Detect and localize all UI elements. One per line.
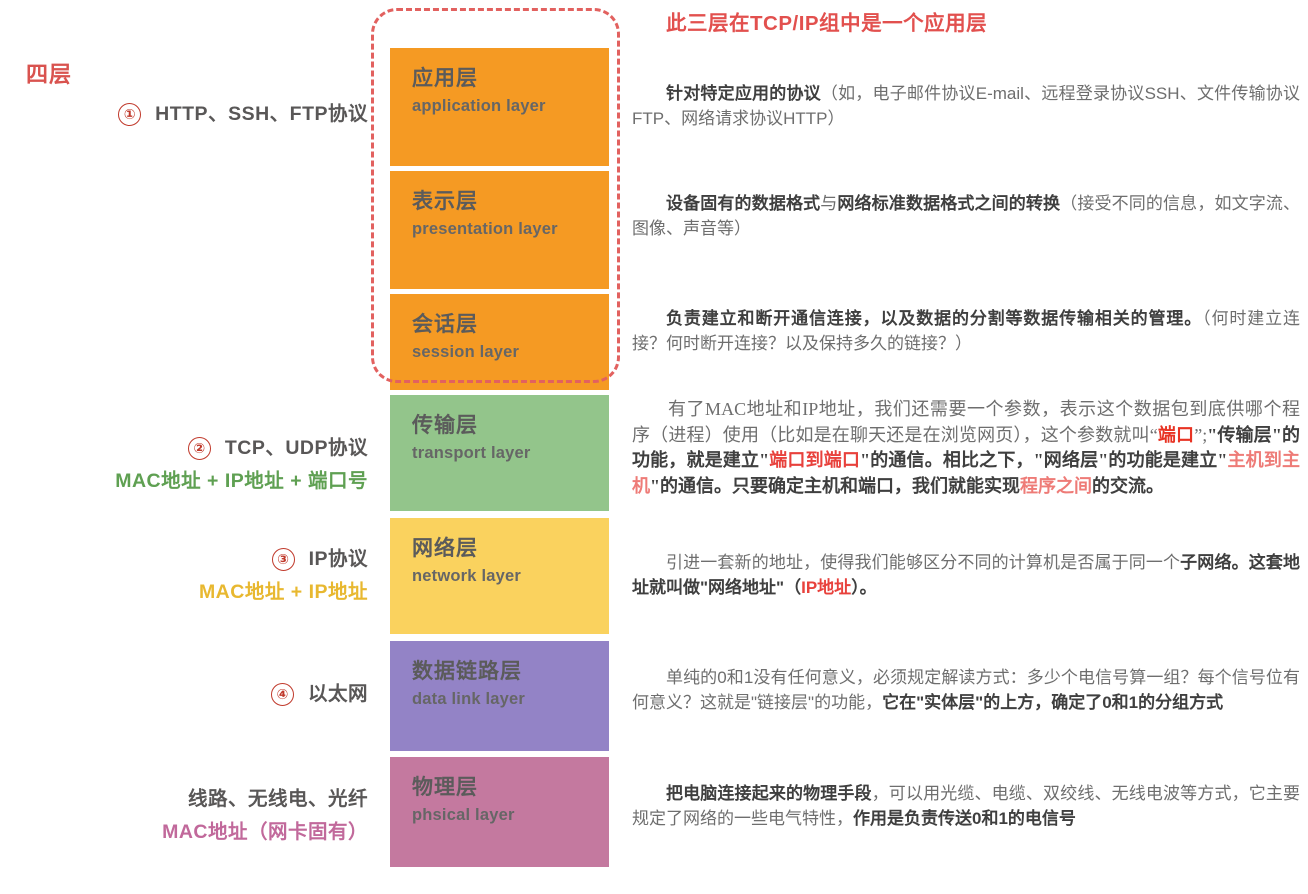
left-annotations-column: 四层 ① HTTP、SSH、FTP协议 ② TCP、UDP协议 MAC地址 + … bbox=[0, 0, 380, 894]
layer-name-en-application: application layer bbox=[412, 97, 546, 116]
tcpip-banner-note: 此三层在TCP/IP组中是一个应用层 bbox=[666, 12, 988, 35]
layer-name-cn-physical: 物理层 bbox=[412, 776, 478, 799]
highlight-host-to-host: 主机到主机 bbox=[632, 450, 1300, 496]
layer-box-datalink[interactable]: 数据链路层 data link layer bbox=[390, 641, 609, 751]
description-presentation-mid: 与 bbox=[820, 194, 838, 213]
description-physical-b2: 作用是负责传送0和1的电信号 bbox=[853, 808, 1076, 828]
description-datalink-p1: 单纯的0和1没有任何意义，必须规定解读方式：多少个电信号算一组？每个信号位有何意… bbox=[632, 668, 1300, 712]
description-presentation-lead: 设备固有的数据格式 bbox=[666, 194, 821, 213]
list-number-1: ① bbox=[118, 103, 142, 126]
layer-name-en-physical: phsical layer bbox=[412, 806, 515, 825]
four-layer-title: 四层 bbox=[26, 62, 73, 87]
description-application-lead: 针对特定应用的协议 bbox=[666, 84, 821, 103]
layer-name-en-presentation: presentation layer bbox=[412, 220, 558, 239]
description-transport-b4: 的交流。 bbox=[1092, 475, 1164, 496]
address-label-5: MAC地址（网卡固有） bbox=[162, 821, 368, 844]
highlight-port: 端口 bbox=[1157, 424, 1195, 445]
left-group-5: 线路、无线电、光纤 MAC地址（网卡固有） bbox=[162, 785, 368, 847]
description-network-b2: ）。 bbox=[851, 577, 877, 597]
description-datalink: 单纯的0和1没有任何意义，必须规定解读方式：多少个电信号算一组？每个信号位有何意… bbox=[632, 666, 1300, 716]
layer-name-cn-datalink: 数据链路层 bbox=[412, 660, 522, 683]
osi-layer-stack: 应用层 application layer 表示层 presentation l… bbox=[390, 0, 609, 894]
highlight-between-programs: 程序之间 bbox=[1020, 475, 1092, 496]
description-physical-p1: ，可以用光缆、电缆、双绞线、无线电波等方式，它主要规定了网络的一些电气特性， bbox=[632, 784, 1301, 828]
layer-box-network[interactable]: 网络层 network layer bbox=[390, 518, 609, 634]
layer-box-session[interactable]: 会话层 session layer bbox=[390, 294, 609, 390]
description-network: 引进一套新的地址，使得我们能够区分不同的计算机是否属于同一个子网络。这套地址就叫… bbox=[632, 551, 1300, 601]
description-transport-p2: ”; bbox=[1194, 424, 1208, 445]
layer-box-physical[interactable]: 物理层 phsical layer bbox=[390, 757, 609, 867]
description-transport: 有了MAC地址和IP地址，我们还需要一个参数，表示这个数据包到底供哪个程序（进程… bbox=[632, 397, 1300, 499]
layer-name-cn-presentation: 表示层 bbox=[412, 190, 478, 213]
left-group-4: ④ 以太网 bbox=[270, 680, 368, 708]
layer-name-en-datalink: data link layer bbox=[412, 690, 526, 709]
protocol-label-3: IP协议 bbox=[308, 548, 368, 570]
right-descriptions-column: 此三层在TCP/IP组中是一个应用层 针对特定应用的协议（如，电子邮件协议E-m… bbox=[626, 0, 1308, 894]
description-session-lead: 负责建立和断开通信连接，以及数据的分割等数据传输相关的管理。 bbox=[666, 309, 1203, 328]
protocol-label-5: 线路、无线电、光纤 bbox=[187, 788, 368, 810]
description-presentation: 设备固有的数据格式与网络标准数据格式之间的转换（接受不同的信息，如文字流、图像、… bbox=[632, 192, 1300, 242]
description-transport-b2: "的通信。相比之下，"网络层"的功能是建立" bbox=[860, 450, 1228, 471]
description-physical: 把电脑连接起来的物理手段，可以用光缆、电缆、双绞线、无线电波等方式，它主要规定了… bbox=[632, 782, 1300, 832]
left-group-2: ② TCP、UDP协议 MAC地址 + IP地址 + 端口号 bbox=[115, 434, 368, 496]
layer-name-cn-session: 会话层 bbox=[412, 313, 478, 336]
description-application: 针对特定应用的协议（如，电子邮件协议E-mail、远程登录协议SSH、文件传输协… bbox=[632, 82, 1300, 132]
protocol-label-1: HTTP、SSH、FTP协议 bbox=[155, 103, 368, 125]
address-label-2: MAC地址 + IP地址 + 端口号 bbox=[115, 470, 368, 493]
highlight-port-to-port: 端口到端口 bbox=[769, 450, 861, 471]
address-label-3: MAC地址 + IP地址 bbox=[198, 581, 368, 604]
layer-box-transport[interactable]: 传输层 transport layer bbox=[390, 395, 609, 511]
protocol-label-2: TCP、UDP协议 bbox=[224, 437, 368, 459]
highlight-ip-address: IP地址 bbox=[801, 577, 852, 597]
description-network-p1: 引进一套新的地址，使得我们能够区分不同的计算机是否属于同一个 bbox=[666, 553, 1181, 572]
layer-name-cn-application: 应用层 bbox=[412, 67, 478, 90]
description-transport-p1: 有了MAC地址和IP地址，我们还需要一个参数，表示这个数据包到底供哪个程序（进程… bbox=[632, 399, 1300, 445]
description-presentation-lead2: 网络标准数据格式之间的转换 bbox=[837, 194, 1061, 213]
description-session: 负责建立和断开通信连接，以及数据的分割等数据传输相关的管理。（何时建立连接？何时… bbox=[632, 307, 1300, 357]
layer-name-en-session: session layer bbox=[412, 343, 520, 362]
description-application-rest: （如，电子邮件协议E-mail、远程登录协议SSH、文件传输协议FTP、网络请求… bbox=[632, 84, 1300, 128]
layer-name-cn-network: 网络层 bbox=[412, 537, 478, 560]
layer-name-cn-transport: 传输层 bbox=[412, 414, 478, 437]
layer-box-presentation[interactable]: 表示层 presentation layer bbox=[390, 171, 609, 289]
list-number-2: ② bbox=[187, 437, 211, 460]
protocol-label-4: 以太网 bbox=[307, 683, 368, 705]
description-datalink-b1: 它在"实体层"的上方，确定了0和1的分组方式 bbox=[882, 692, 1224, 712]
left-group-1: ① HTTP、SSH、FTP协议 bbox=[118, 100, 368, 128]
left-group-3: ③ IP协议 MAC地址 + IP地址 bbox=[199, 545, 368, 607]
layer-box-application[interactable]: 应用层 application layer bbox=[390, 48, 609, 166]
description-network-b1: 子网络。这套地址就叫做"网络地址"（ bbox=[632, 553, 1301, 597]
layer-name-en-network: network layer bbox=[412, 567, 521, 586]
description-session-rest: （何时建立连接？何时断开连接？以及保持多久的链接？） bbox=[632, 309, 1301, 353]
description-transport-b1: "传输层"的功能，就是建立" bbox=[632, 424, 1301, 471]
list-number-3: ③ bbox=[271, 548, 295, 571]
description-physical-b1: 把电脑连接起来的物理手段 bbox=[666, 784, 872, 803]
description-transport-b3: "的通信。只要确定主机和端口，我们就能实现 bbox=[650, 475, 1020, 496]
layer-name-en-transport: transport layer bbox=[412, 444, 531, 463]
list-number-4: ④ bbox=[270, 683, 294, 706]
description-presentation-rest: （接受不同的信息，如文字流、图像、声音等） bbox=[632, 194, 1301, 238]
